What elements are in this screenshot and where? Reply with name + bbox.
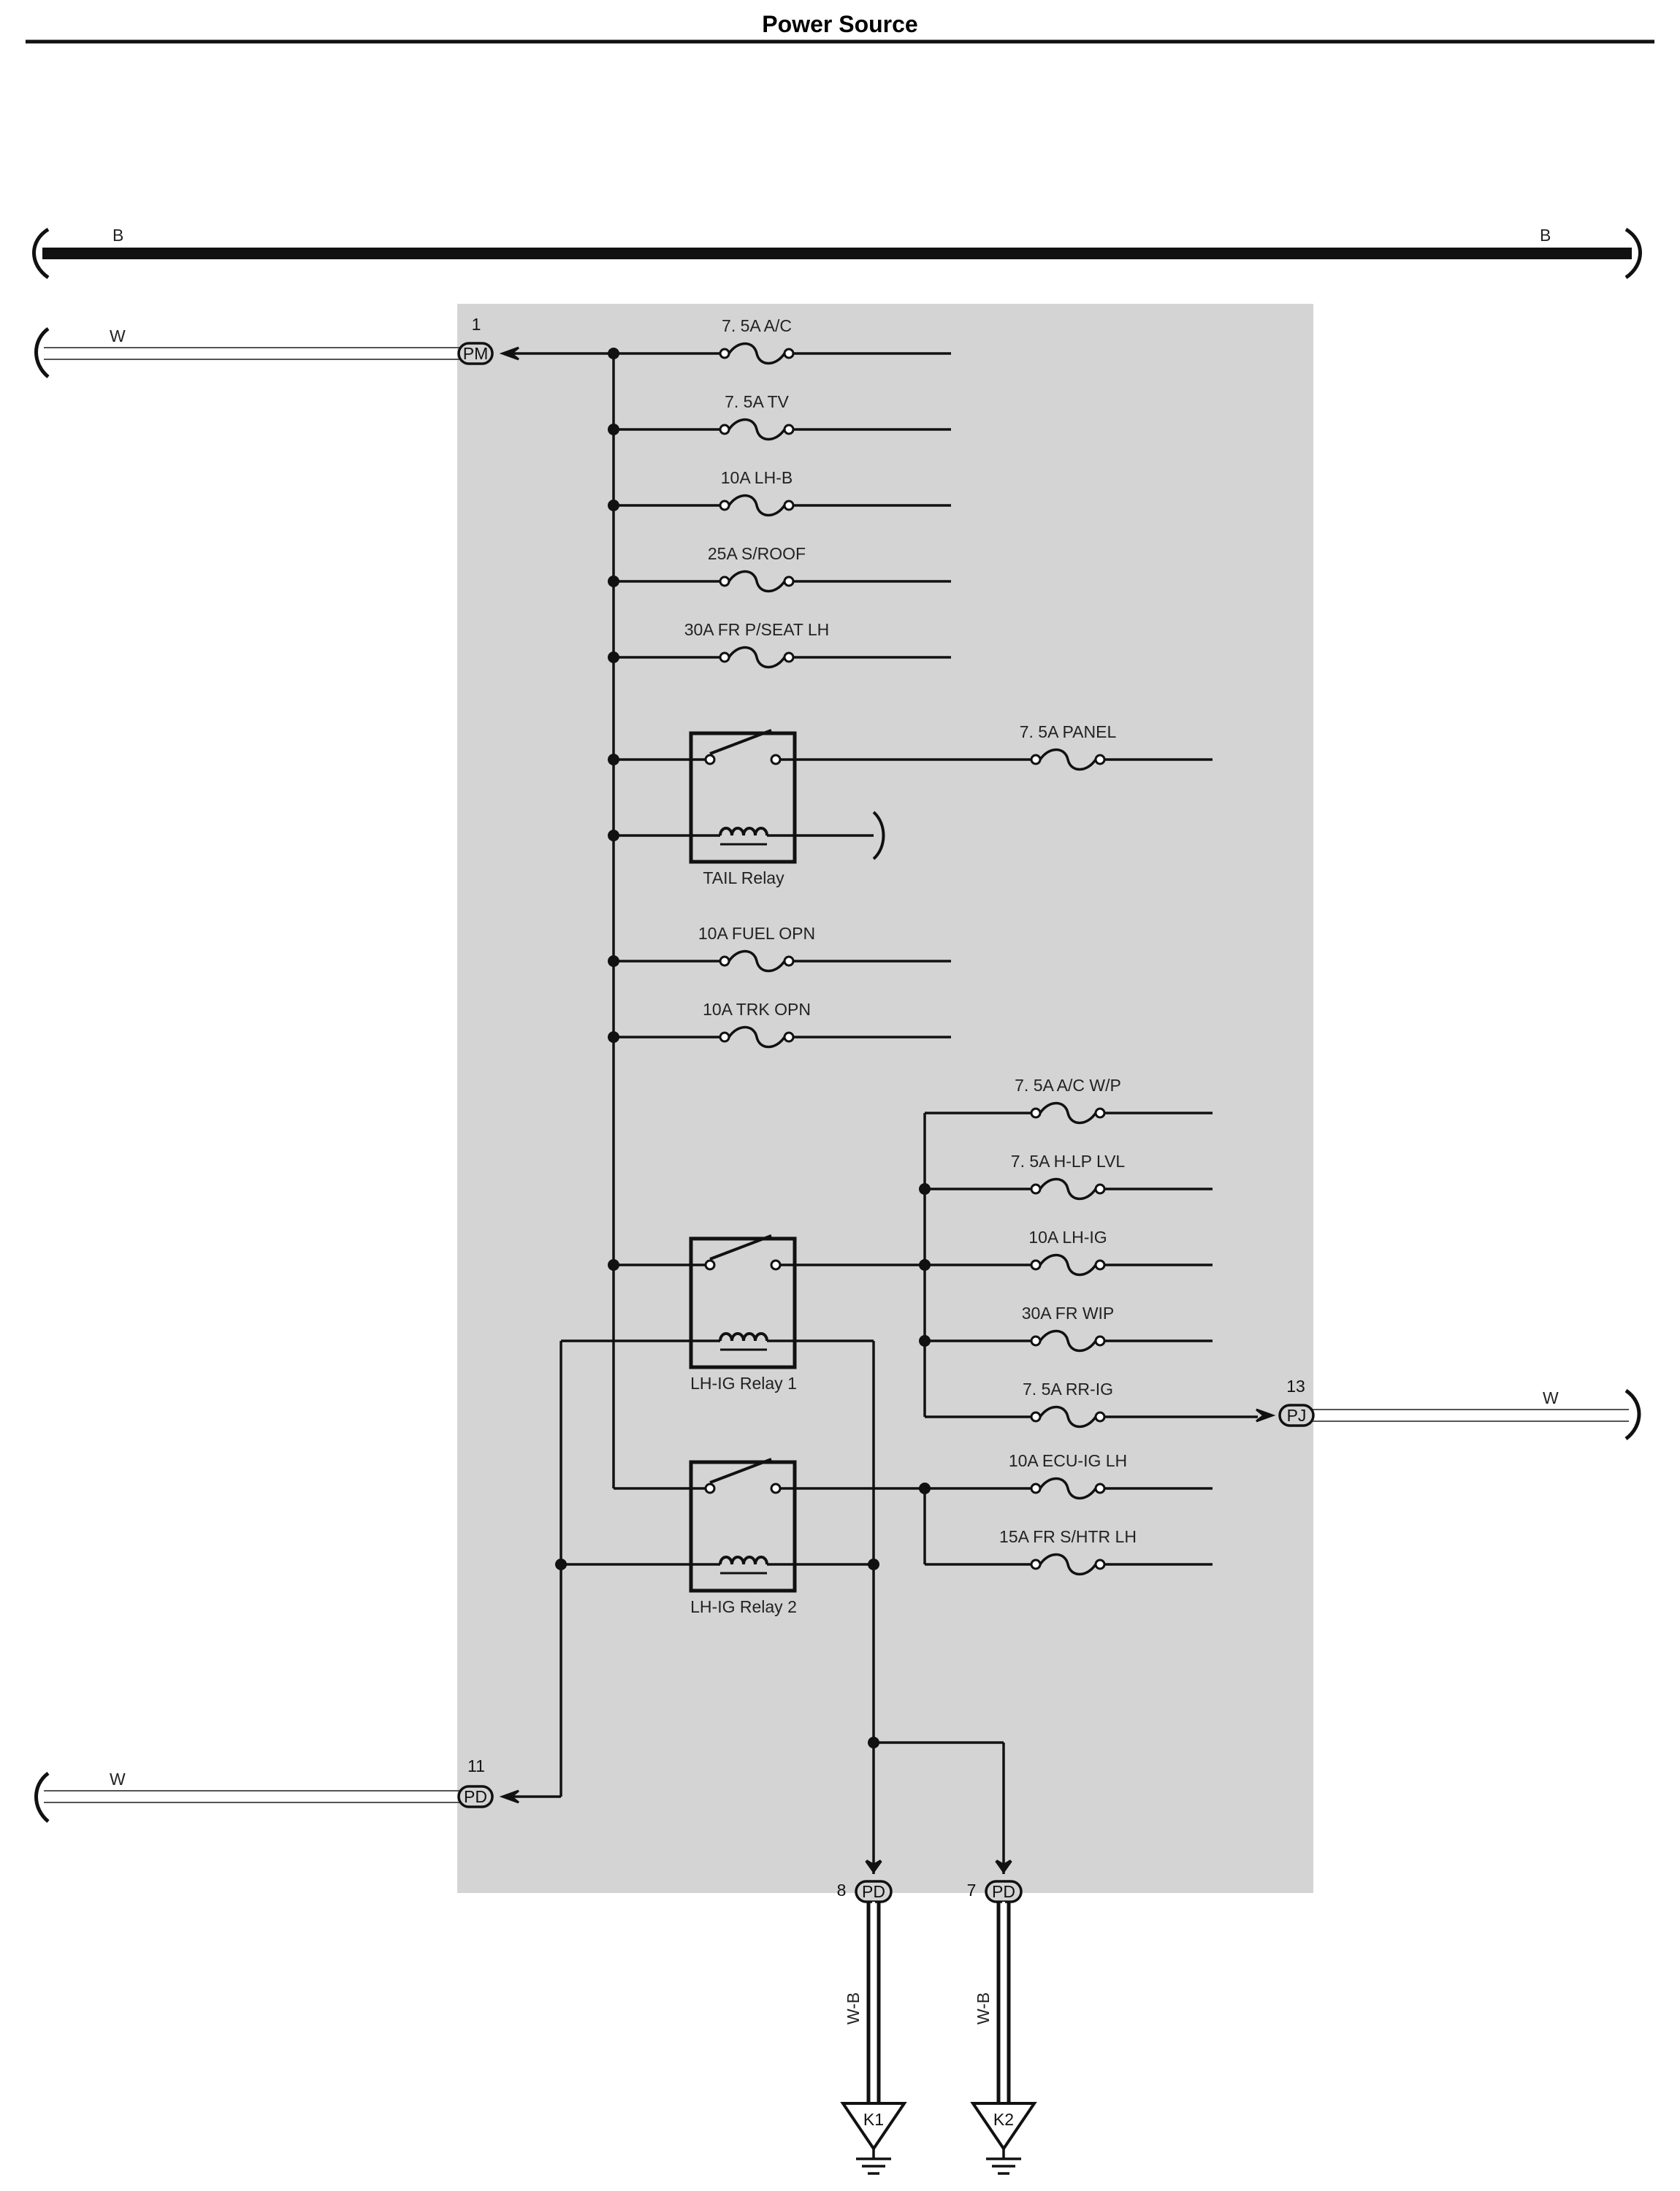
fuse: 7. 5A H-LP LVL	[1011, 1152, 1126, 1201]
ground-k1: K1	[840, 2102, 907, 2175]
fuse: 7. 5A RR-IG	[1023, 1380, 1113, 1429]
battery-bus: B B	[32, 226, 1642, 280]
fuse: 7. 5A PANEL	[1020, 722, 1117, 771]
fuse-label: 10A LH-IG	[1028, 1228, 1107, 1247]
bus-label-right: B	[1540, 226, 1551, 245]
pm-connector-code: PM	[463, 344, 489, 363]
fuse: 10A TRK OPN	[703, 1000, 811, 1049]
pj-output-wire: W	[1312, 1388, 1641, 1440]
fuse-group: 7. 5A A/C 7. 5A TV 10A LH-B 25A S/ROOF 30A F…	[684, 316, 1137, 1576]
fuse: 7. 5A A/C W/P	[1015, 1076, 1121, 1125]
junction-block	[457, 304, 1313, 1893]
tail-relay: TAIL Relay	[689, 729, 797, 887]
ground-k2-label: K2	[993, 2110, 1014, 2129]
fuse-label: 30A FR WIP	[1022, 1304, 1115, 1323]
fuse: 25A S/ROOF	[708, 544, 806, 593]
fuse-label: 7. 5A A/C	[722, 316, 792, 335]
fuse-label: 10A FUEL OPN	[698, 924, 815, 943]
pd11-pin-number: 11	[467, 1756, 485, 1775]
fuse-label: 10A TRK OPN	[703, 1000, 811, 1019]
fuse: 10A LH-B	[719, 468, 795, 517]
fuse-label: 10A LH-B	[721, 468, 793, 487]
fuse: 15A FR S/HTR LH	[999, 1527, 1137, 1576]
k1-wire-color: W-B	[844, 1992, 863, 2024]
fuse-label: 7. 5A H-LP LVL	[1011, 1152, 1126, 1171]
fuse: 30A FR WIP	[1022, 1304, 1115, 1353]
connector-pj: 13 PJ	[1256, 1377, 1315, 1427]
lhig-relay-2: LH-IG Relay 2	[689, 1458, 797, 1616]
page-title: Power Source	[762, 11, 917, 37]
pm-pin-number: 1	[472, 315, 481, 334]
fuse: 10A ECU-IG LH	[1009, 1451, 1127, 1500]
internal-wiring	[511, 352, 1258, 1874]
connector-pd7: 7 PD	[967, 1859, 1023, 1903]
pj-pin-number: 13	[1286, 1377, 1305, 1396]
pd11-connector-code: PD	[464, 1787, 487, 1806]
fuse-label: 10A ECU-IG LH	[1009, 1451, 1127, 1470]
fuse: 7. 5A A/C	[719, 316, 795, 365]
junction-dots	[555, 348, 931, 1748]
k2-wire-color: W-B	[974, 1992, 993, 2024]
fuse: 30A FR P/SEAT LH	[684, 620, 830, 669]
pj-wire-color: W	[1543, 1388, 1559, 1407]
connector-pd11: 11 PD	[457, 1756, 519, 1808]
pd7-pin-number: 7	[967, 1881, 977, 1900]
tail-relay-label: TAIL Relay	[703, 868, 784, 887]
pd8-connector-code: PD	[862, 1882, 885, 1901]
pd7-connector-code: PD	[992, 1882, 1015, 1901]
lhig-relay-1: LH-IG Relay 1	[689, 1234, 797, 1393]
fuse-label: 25A S/ROOF	[708, 544, 806, 563]
fuse-label: 7. 5A A/C W/P	[1015, 1076, 1121, 1095]
ground-wire-k1: W-B	[844, 1902, 881, 2103]
pd11-input-wire: W	[34, 1770, 460, 1823]
fuse: 10A LH-IG	[1028, 1228, 1107, 1277]
pm-input-wire: W	[34, 326, 460, 378]
ground-k2: K2	[970, 2102, 1037, 2175]
connector-pd8: 8 PD	[837, 1859, 893, 1903]
lhig-relay-1-label: LH-IG Relay 1	[690, 1374, 797, 1393]
pm-wire-color: W	[110, 326, 126, 345]
fuse-label: 7. 5A PANEL	[1020, 722, 1117, 741]
bus-label-left: B	[112, 226, 123, 245]
fuse-label: 30A FR P/SEAT LH	[684, 620, 830, 639]
pd11-wire-color: W	[110, 1770, 126, 1789]
fuse-label: 15A FR S/HTR LH	[999, 1527, 1137, 1546]
lhig-relay-2-label: LH-IG Relay 2	[690, 1597, 797, 1616]
fuse: 7. 5A TV	[719, 392, 795, 441]
connector-pm: 1 PM	[457, 315, 519, 365]
fuse-label: 7. 5A RR-IG	[1023, 1380, 1113, 1399]
pd8-pin-number: 8	[837, 1881, 847, 1900]
fuse-label: 7. 5A TV	[725, 392, 789, 411]
ground-wire-k2: W-B	[974, 1902, 1011, 2103]
pj-connector-code: PJ	[1287, 1406, 1307, 1425]
fuse: 10A FUEL OPN	[698, 924, 815, 973]
ground-k1-label: K1	[863, 2110, 884, 2129]
